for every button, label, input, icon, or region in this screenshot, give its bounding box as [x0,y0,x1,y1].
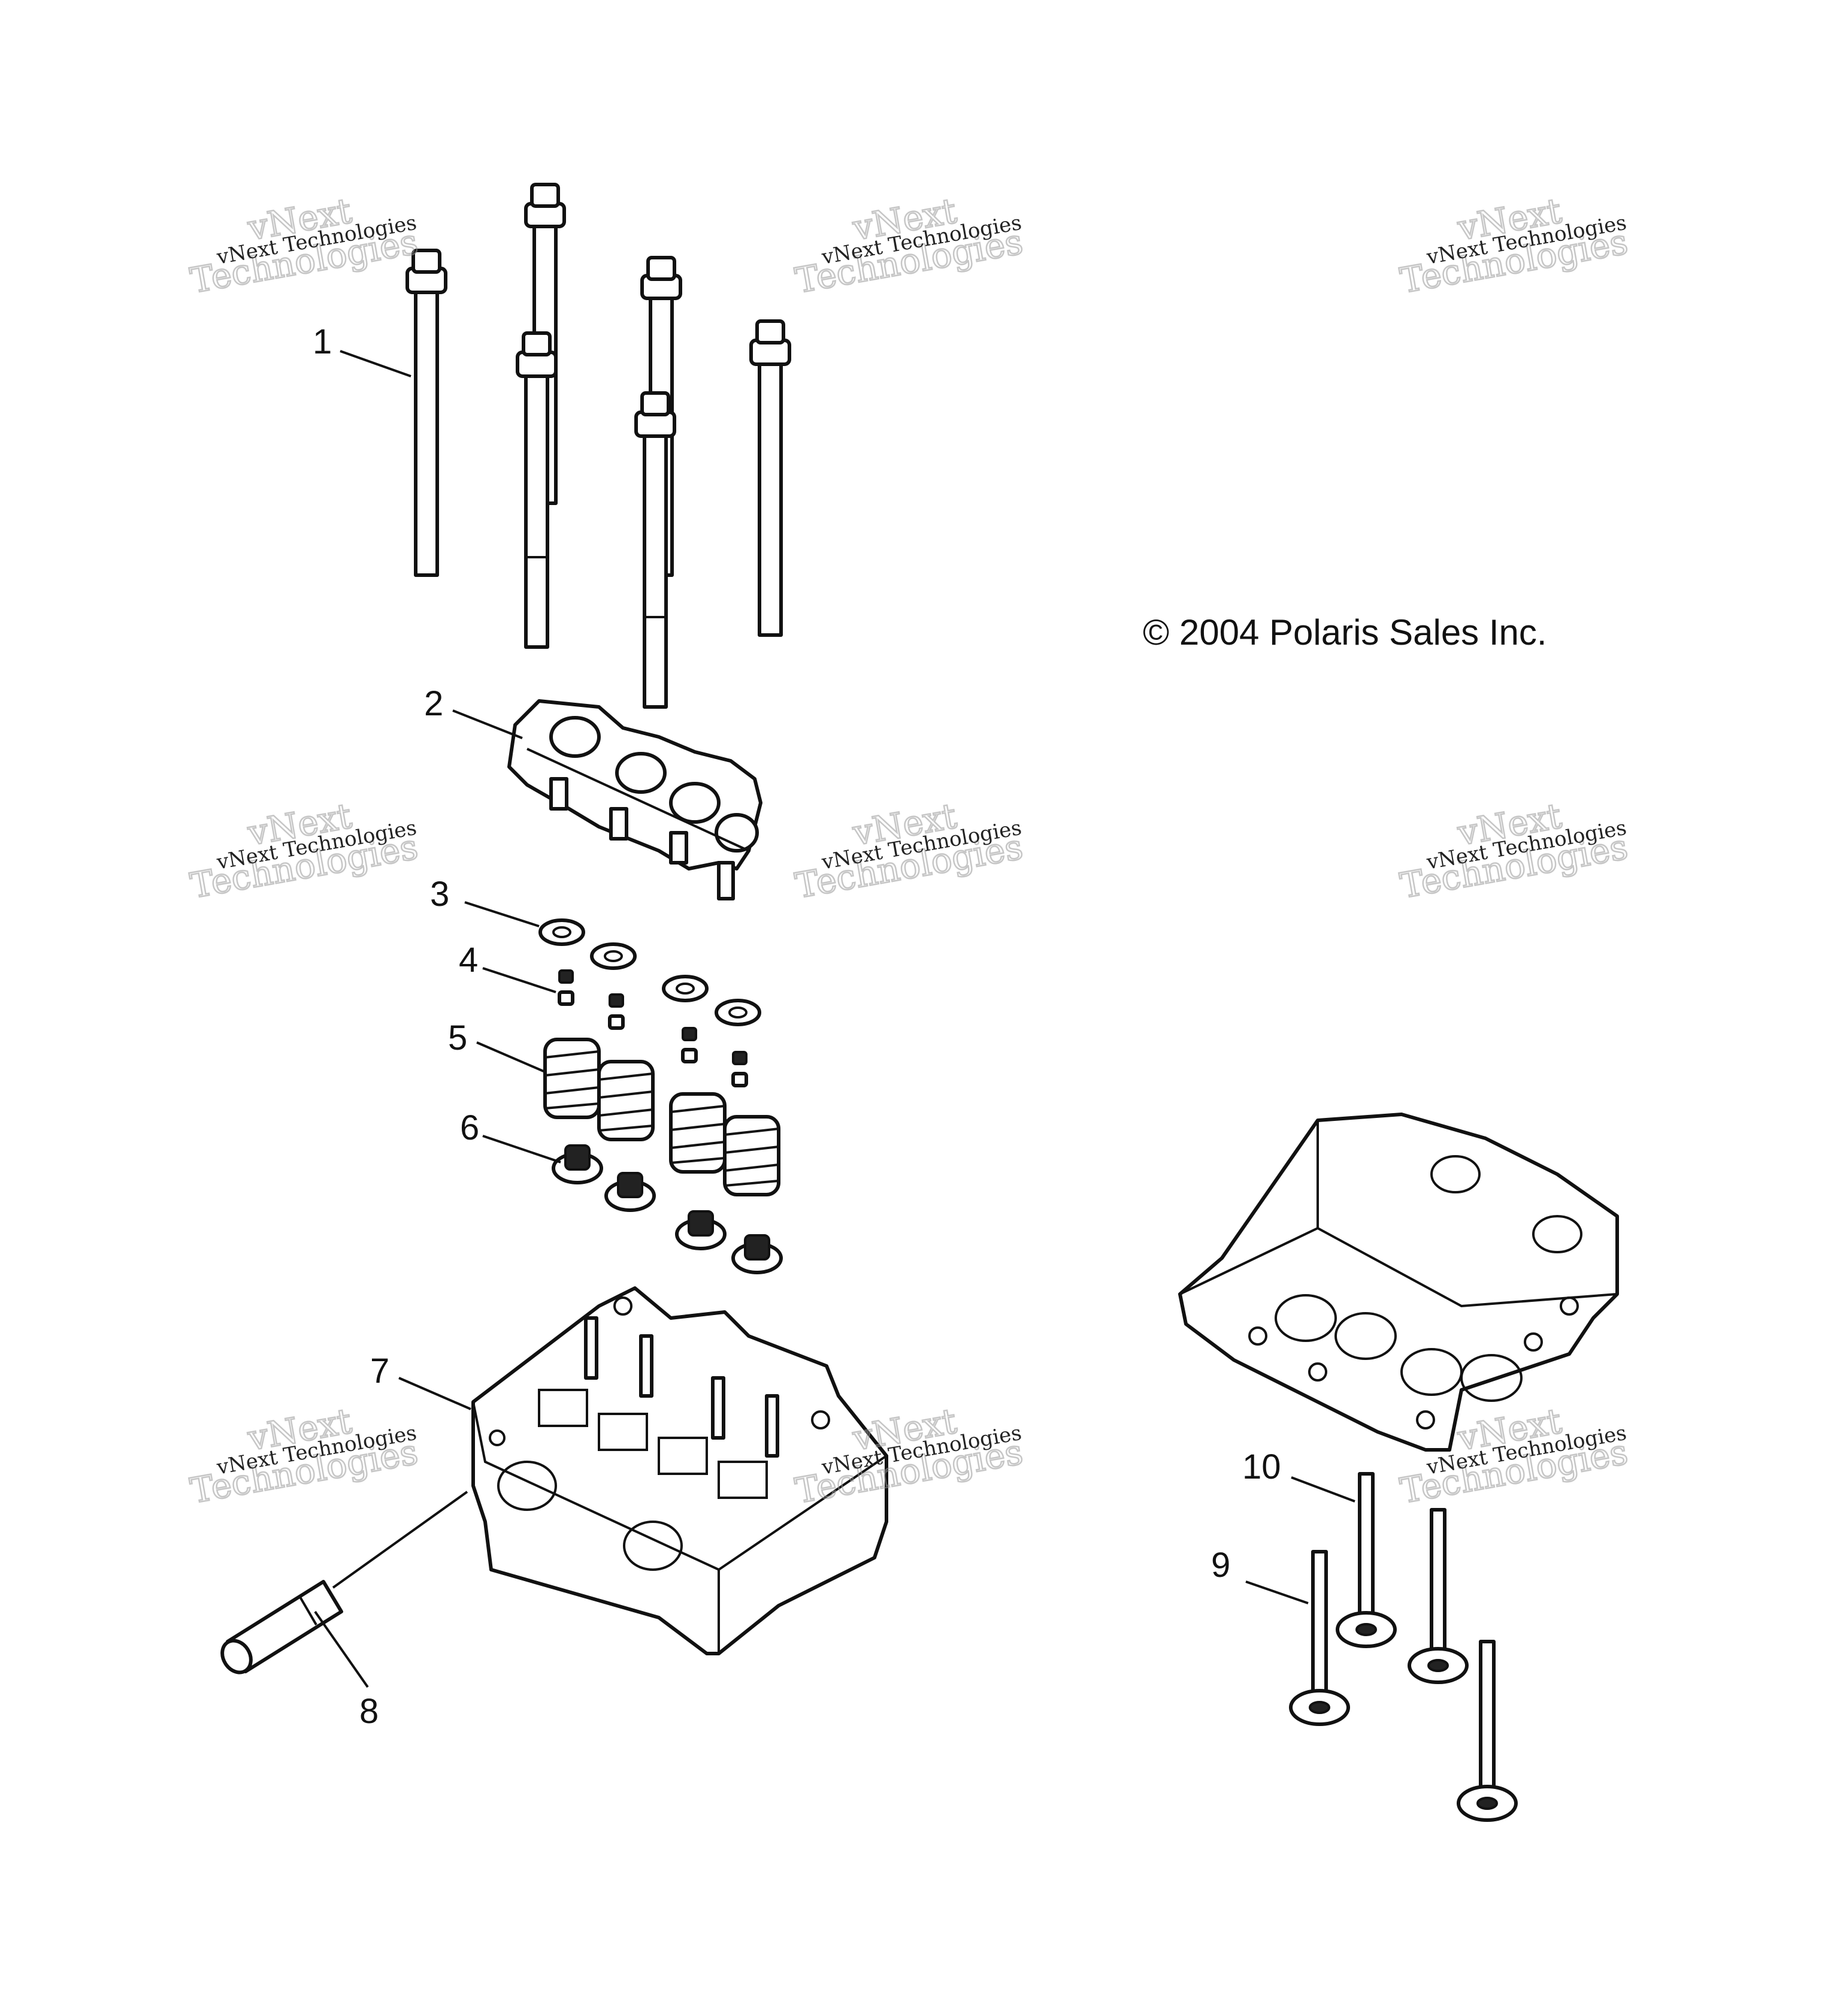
valve-keepers [558,969,748,1087]
valve-spring [543,1038,601,1119]
head-bolt [516,331,558,649]
rocker-arm-assembly [507,699,762,900]
cylinder-head [471,1286,888,1655]
watermark: vNext Technologies vNext Technologies [1397,794,1632,907]
watermark: vNext Technologies vNext Technologies [792,794,1027,907]
callout-1: 1 [313,322,332,361]
watermark: vNext Technologies vNext Technologies [187,794,422,907]
valve-spring [597,1060,655,1141]
watermark: vNext Technologies vNext Technologies [792,189,1027,302]
exhaust-valve [1336,1472,1397,1648]
leader-lines [314,350,1355,1688]
copyright-notice: © 2004 Polaris Sales Inc. [1143,612,1547,652]
callout-labels: 1 2 3 4 5 6 7 8 9 10 [313,322,1281,1731]
valve-springs [543,1038,780,1196]
intake-valve [1289,1550,1350,1726]
callout-5: 5 [448,1018,467,1057]
valve-seal [731,1234,783,1274]
dowel-pin [220,1580,343,1675]
exhaust-valve [1408,1508,1469,1684]
valve-spring [723,1115,780,1196]
valve-retainers [538,918,761,1026]
callout-6: 6 [460,1108,479,1147]
watermark: vNext Technologies vNext Technologies [187,189,422,302]
callout-9: 9 [1211,1546,1230,1585]
callout-2: 2 [424,684,443,723]
callout-8: 8 [359,1692,379,1731]
valve-seals [552,1144,783,1274]
watermark: vNext Technologies vNext Technologies [187,1400,422,1512]
head-bolt [634,391,676,709]
head-bolt [749,319,791,637]
callout-3: 3 [430,875,449,914]
head-bolt [405,249,447,577]
watermark: vNext Technologies vNext Technologies [1397,189,1632,302]
callout-10: 10 [1242,1447,1281,1486]
valve-seal [675,1210,727,1250]
valve-seal [604,1172,656,1212]
callout-4: 4 [459,941,478,980]
head-bolts [405,183,791,709]
valves [1289,1472,1518,1822]
intake-valve [1457,1640,1518,1822]
cylinder-head-underside [1178,1113,1619,1452]
valve-seal [552,1144,603,1184]
valve-spring [669,1092,727,1174]
callout-7: 7 [370,1352,389,1391]
